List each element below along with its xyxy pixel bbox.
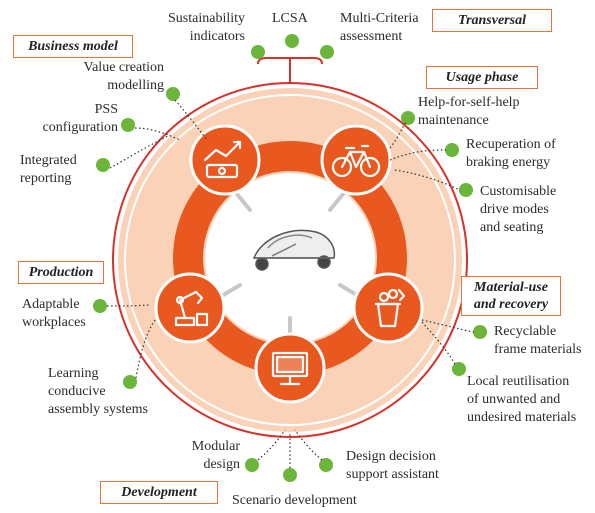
leaf-node-adaptable — [93, 299, 107, 313]
node-material — [352, 272, 424, 344]
label-help-for-self-help: Help-for-self-help maintenance — [418, 95, 520, 128]
label-learning-assembly: Learning conducive assembly systems — [48, 366, 148, 417]
section-transversal: Transversal — [432, 9, 552, 32]
leaf-nodes — [93, 34, 487, 482]
leaf-node-help — [401, 111, 415, 125]
leaf-node-multi-criteria — [320, 45, 334, 59]
node-development — [254, 332, 326, 404]
bicycle-icon — [331, 144, 381, 178]
label-local-reutilisation: Local reutilisation of unwanted and unde… — [467, 374, 577, 425]
label-adaptable-workplaces: Adaptable workplaces — [22, 297, 86, 330]
money-growth-icon — [203, 140, 242, 179]
node-business — [189, 124, 261, 196]
label-value-creation: Value creation modelling — [83, 60, 164, 93]
section-business-model: Business model — [13, 35, 133, 58]
section-development: Development — [100, 481, 218, 504]
leaf-node-design-decision — [319, 458, 333, 472]
leaf-node-sustainability — [251, 45, 265, 59]
leaf-node-modular — [245, 458, 259, 472]
label-lcsa: LCSA — [272, 11, 308, 26]
recycling-bin-icon — [374, 288, 406, 328]
node-production — [154, 272, 226, 344]
computer-monitor-icon — [271, 351, 309, 386]
label-modular-design: Modular design — [191, 439, 240, 472]
leaf-node-customisable — [459, 183, 473, 197]
section-production: Production — [18, 261, 104, 284]
label-customisable: Customisable drive modes and seating — [480, 184, 557, 235]
label-sustainability-indicators: Sustainability indicators — [168, 11, 245, 44]
transversal-connector — [257, 57, 323, 83]
node-usage — [320, 124, 392, 196]
leaf-node-recyclable — [473, 325, 487, 339]
label-recuperation: Recuperation of braking energy — [466, 137, 556, 170]
leaf-node-scenario — [283, 468, 297, 482]
section-usage-phase: Usage phase — [426, 66, 538, 89]
leaf-node-local — [452, 362, 466, 376]
label-multi-criteria: Multi-Criteria assessment — [340, 11, 419, 44]
velomobile-vehicle-icon — [252, 229, 336, 271]
dotted-connectors — [106, 99, 475, 468]
leaf-node-learning — [123, 375, 137, 389]
section-material-use: Material-use and recovery — [461, 276, 561, 316]
leaf-node-value-creation — [166, 87, 180, 101]
leaf-node-integrated — [96, 158, 110, 172]
separator-ring — [124, 94, 456, 426]
label-integrated-reporting: Integrated reporting — [20, 153, 77, 186]
leaf-node-lcsa — [285, 34, 299, 48]
leaf-node-recuperation — [445, 143, 459, 157]
label-design-decision: Design decision support assistant — [346, 449, 439, 482]
label-scenario-development: Scenario development — [232, 493, 357, 508]
leaf-node-pss — [121, 118, 135, 132]
label-pss-configuration: PSS configuration — [42, 102, 118, 135]
robot-arm-icon — [174, 290, 209, 327]
label-recyclable: Recyclable frame materials — [494, 324, 582, 357]
